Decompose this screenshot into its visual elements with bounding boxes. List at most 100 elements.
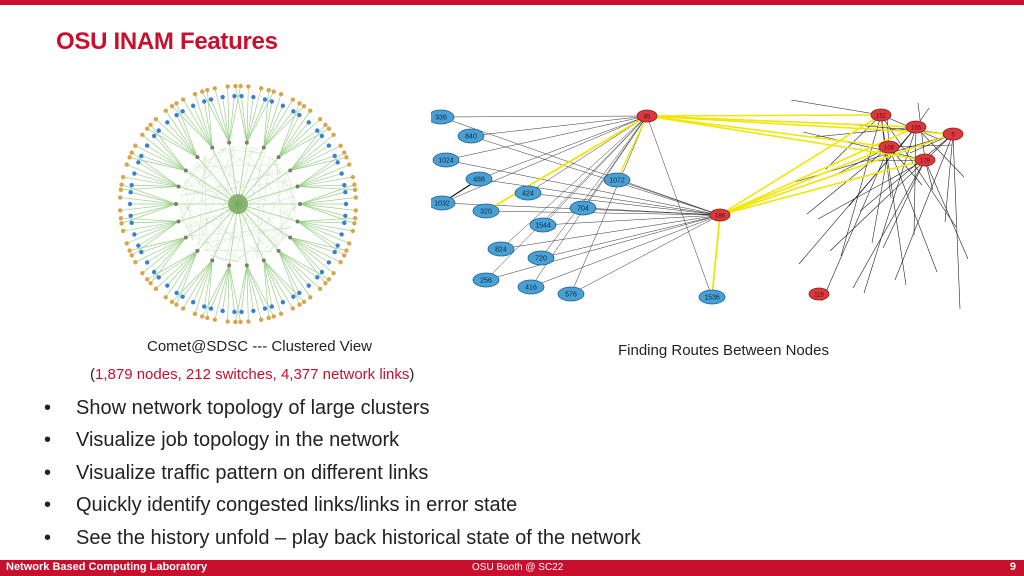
cluster-leaf-link bbox=[263, 111, 294, 148]
cluster-switch bbox=[261, 258, 266, 263]
bullet-icon: • bbox=[44, 461, 52, 484]
cluster-leaf-link bbox=[297, 173, 342, 187]
feature-item: •See the history unfold – play back hist… bbox=[40, 524, 641, 556]
cluster-leaf-link bbox=[297, 162, 338, 187]
cluster-leaf-link bbox=[130, 191, 177, 205]
host-node-label: 152 bbox=[876, 114, 887, 120]
cluster-node bbox=[297, 290, 302, 296]
cluster-leaf-link bbox=[192, 105, 213, 148]
cluster-node bbox=[342, 253, 347, 258]
cluster-leaf-link bbox=[241, 265, 248, 312]
cluster-node bbox=[342, 182, 347, 188]
cluster-node bbox=[127, 201, 133, 207]
cluster-node bbox=[124, 241, 129, 246]
route-link bbox=[478, 178, 721, 216]
cluster-node bbox=[190, 103, 196, 108]
cluster-leaf-link bbox=[171, 105, 213, 148]
route-link bbox=[445, 159, 721, 216]
cluster-leaf-link bbox=[263, 260, 294, 297]
cluster-trunk-link bbox=[197, 156, 239, 205]
cluster-leaf-link bbox=[135, 237, 186, 263]
cluster-node bbox=[148, 122, 153, 127]
cluster-leaf-link bbox=[182, 111, 213, 148]
route-link bbox=[530, 214, 721, 288]
cluster-leaf-link bbox=[278, 250, 300, 294]
cluster-node bbox=[352, 187, 358, 193]
cluster-leaf-link bbox=[131, 221, 179, 224]
cluster-leaf-link bbox=[150, 237, 187, 284]
cluster-leaf-link bbox=[131, 221, 179, 256]
cluster-cross-link bbox=[257, 150, 261, 259]
cluster-leaf-link bbox=[263, 260, 305, 303]
cluster-leaf-link bbox=[297, 221, 350, 244]
highlighted-route bbox=[646, 114, 882, 117]
switch-node-label: 840 bbox=[465, 134, 477, 141]
route-link bbox=[616, 179, 721, 216]
cluster-node bbox=[331, 132, 336, 138]
cluster-node bbox=[271, 89, 276, 94]
highlighted-route bbox=[711, 214, 721, 298]
cluster-node bbox=[271, 314, 276, 319]
route-link bbox=[500, 115, 648, 250]
route-link bbox=[478, 115, 648, 180]
cluster-cross-link bbox=[188, 146, 228, 174]
cluster-node bbox=[344, 155, 349, 160]
cluster-node bbox=[139, 153, 144, 159]
cluster-leaf-link bbox=[135, 145, 186, 171]
cluster-node bbox=[120, 228, 126, 234]
bullet-icon: • bbox=[44, 429, 52, 452]
cluster-leaf-link bbox=[263, 94, 282, 148]
cluster-leaf-link bbox=[297, 152, 345, 187]
cluster-node bbox=[317, 286, 323, 291]
route-link bbox=[924, 159, 969, 260]
cluster-node bbox=[127, 248, 132, 253]
cluster-cross-link bbox=[233, 225, 292, 263]
cluster-node bbox=[220, 94, 225, 100]
cluster-switch bbox=[227, 140, 232, 145]
cluster-cross-link bbox=[203, 157, 294, 221]
cluster-node bbox=[319, 133, 325, 139]
switch-node-label: 488 bbox=[473, 177, 485, 184]
route-link bbox=[888, 146, 938, 273]
cluster-leaf-link bbox=[289, 124, 326, 171]
route-link bbox=[913, 126, 917, 236]
cluster-node bbox=[239, 93, 244, 99]
cluster-cross-link bbox=[181, 147, 226, 220]
route-link bbox=[952, 133, 961, 310]
cluster-leaf-link bbox=[297, 186, 356, 191]
cluster-node bbox=[151, 269, 157, 275]
switch-node bbox=[527, 250, 555, 266]
host-node-label: 165 bbox=[911, 126, 922, 132]
cluster-cross-link bbox=[188, 233, 247, 262]
cluster-trunk-link bbox=[228, 142, 239, 205]
cluster-leaf-link bbox=[203, 260, 213, 307]
cluster-node bbox=[233, 319, 238, 325]
cluster-leaf-link bbox=[120, 203, 177, 211]
cluster-leaf-link bbox=[167, 250, 198, 286]
route-link bbox=[485, 214, 721, 281]
cluster-node bbox=[127, 155, 132, 160]
cluster-node bbox=[350, 228, 356, 234]
route-link bbox=[836, 146, 890, 175]
cluster-leaf-link bbox=[228, 265, 235, 312]
cluster-node bbox=[156, 275, 161, 280]
cluster-leaf-link bbox=[222, 265, 230, 311]
cluster-node bbox=[352, 182, 357, 187]
cluster-node bbox=[338, 260, 343, 265]
cluster-leaf-link bbox=[130, 203, 177, 217]
cluster-node bbox=[201, 99, 207, 104]
cluster-leaf-link bbox=[171, 260, 213, 303]
cluster-leaf-link bbox=[146, 237, 187, 263]
cluster-leaf-link bbox=[146, 128, 198, 158]
cluster-node bbox=[212, 86, 218, 91]
highlighted-route bbox=[485, 115, 648, 212]
cluster-leaf-link bbox=[182, 99, 213, 148]
cluster-leaf-link bbox=[227, 265, 230, 322]
cluster-leaf-link bbox=[278, 103, 300, 158]
cluster-node bbox=[258, 86, 264, 91]
cluster-node bbox=[347, 162, 352, 167]
cluster-trunk-link bbox=[228, 203, 239, 266]
cluster-leaf-link bbox=[278, 250, 330, 280]
switch-node-label: 1536 bbox=[704, 295, 720, 302]
